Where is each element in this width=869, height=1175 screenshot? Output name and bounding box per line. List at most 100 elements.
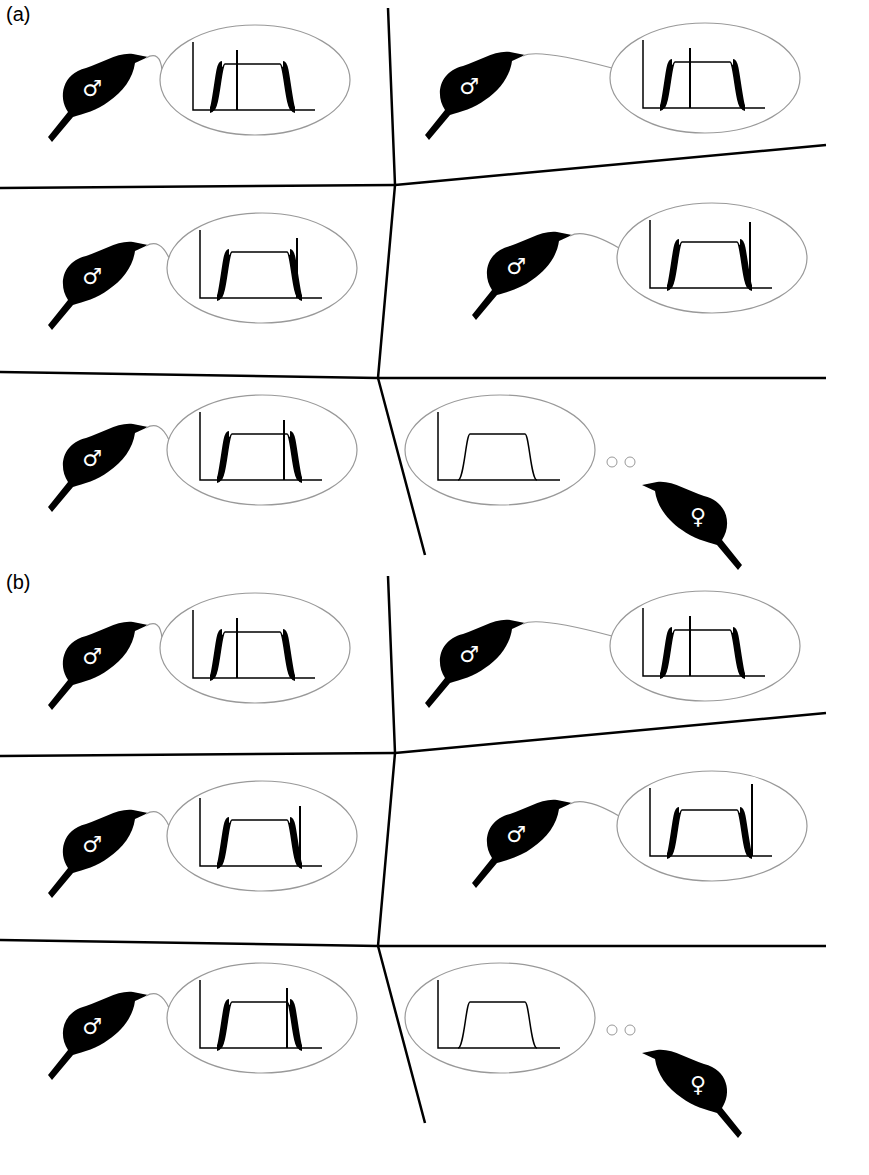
panel-label: (b) bbox=[6, 572, 30, 592]
male-symbol: ♂ bbox=[506, 824, 526, 846]
signal-line bbox=[689, 48, 691, 108]
graph-axes bbox=[200, 412, 322, 480]
graph-axes bbox=[650, 220, 772, 288]
speech-bubble bbox=[160, 593, 350, 703]
curve-spread bbox=[667, 242, 679, 288]
territory-border bbox=[0, 372, 378, 378]
bubble-tail bbox=[146, 812, 169, 826]
bubble-tail bbox=[146, 426, 169, 440]
preference-curve bbox=[213, 632, 292, 678]
territory-border bbox=[0, 753, 395, 756]
speech-bubble bbox=[405, 395, 595, 505]
male-symbol: ♂ bbox=[82, 834, 102, 856]
speech-bubble bbox=[167, 395, 357, 505]
bubble-tail bbox=[523, 622, 612, 636]
speech-bubble bbox=[610, 591, 800, 701]
territory-border bbox=[395, 713, 826, 753]
speech-bubble bbox=[160, 25, 350, 135]
female-symbol: ♀ bbox=[690, 1074, 706, 1096]
bubble-tail bbox=[146, 994, 169, 1008]
graph-axes bbox=[650, 788, 772, 856]
signal-line bbox=[236, 618, 238, 678]
preference-curve bbox=[220, 252, 299, 298]
bubble-tail bbox=[146, 244, 169, 258]
graph-axes bbox=[193, 610, 315, 678]
bird-silhouette bbox=[642, 1050, 742, 1138]
symbol-ground bbox=[505, 824, 527, 846]
bird-silhouette bbox=[48, 810, 148, 898]
bird-silhouette bbox=[642, 482, 742, 570]
signal-line bbox=[751, 784, 753, 856]
preference-curve bbox=[220, 820, 299, 866]
male-symbol: ♂ bbox=[459, 76, 479, 98]
signal-line bbox=[283, 420, 285, 480]
bird-silhouette bbox=[48, 622, 148, 710]
symbol-ground bbox=[687, 1074, 709, 1096]
curve-spread bbox=[733, 62, 745, 108]
curve-spread bbox=[290, 1002, 302, 1048]
graph-axes bbox=[438, 980, 560, 1048]
graph-axes bbox=[200, 230, 322, 298]
symbol-ground bbox=[458, 76, 480, 98]
speech-bubble bbox=[167, 213, 357, 323]
graph-axes bbox=[193, 42, 315, 110]
speech-bubble bbox=[617, 771, 807, 881]
preference-curve bbox=[663, 630, 742, 676]
graph-axes bbox=[438, 412, 560, 480]
male-symbol: ♂ bbox=[82, 448, 102, 470]
symbol-ground bbox=[81, 834, 103, 856]
symbol-ground bbox=[505, 256, 527, 278]
bird-silhouette bbox=[472, 232, 572, 320]
thought-dot bbox=[625, 457, 635, 467]
symbol-ground bbox=[687, 506, 709, 528]
territory-border bbox=[0, 940, 378, 946]
symbol-ground bbox=[458, 644, 480, 666]
territory-border bbox=[378, 945, 826, 948]
speech-bubble bbox=[405, 963, 595, 1073]
male-symbol: ♂ bbox=[82, 78, 102, 100]
male-symbol: ♂ bbox=[506, 256, 526, 278]
curve-spread bbox=[217, 1002, 229, 1048]
territory-border bbox=[0, 185, 395, 188]
graph-axes bbox=[200, 980, 322, 1048]
bubble-tail bbox=[146, 624, 162, 638]
bird-silhouette bbox=[48, 424, 148, 512]
panel-label: (a) bbox=[6, 4, 30, 24]
signal-line bbox=[299, 806, 301, 866]
bird-silhouette bbox=[48, 992, 148, 1080]
curve-spread bbox=[217, 252, 229, 298]
curve-spread bbox=[667, 810, 679, 856]
signal-line bbox=[236, 50, 238, 110]
curve-spread bbox=[210, 632, 222, 678]
graph-axes bbox=[643, 608, 765, 676]
male-symbol: ♂ bbox=[82, 646, 102, 668]
curve-spread bbox=[660, 62, 672, 108]
preference-curve bbox=[458, 434, 537, 480]
curve-spread bbox=[210, 64, 222, 110]
bubble-tail bbox=[570, 802, 619, 816]
signal-line bbox=[689, 616, 691, 676]
bird-silhouette bbox=[425, 52, 525, 140]
female-symbol: ♀ bbox=[690, 506, 706, 528]
symbol-ground bbox=[81, 78, 103, 100]
thought-dot bbox=[607, 457, 617, 467]
territory-border bbox=[378, 377, 826, 380]
speech-bubble bbox=[167, 781, 357, 891]
preference-curve bbox=[220, 434, 299, 480]
bubble-tail bbox=[570, 234, 619, 248]
curve-spread bbox=[740, 810, 752, 856]
signal-line bbox=[286, 988, 288, 1048]
symbol-ground bbox=[81, 1016, 103, 1038]
male-symbol: ♂ bbox=[82, 266, 102, 288]
bird-silhouette bbox=[48, 242, 148, 330]
bird-silhouette bbox=[48, 54, 148, 142]
curve-spread bbox=[283, 64, 295, 110]
male-symbol: ♂ bbox=[459, 644, 479, 666]
curve-spread bbox=[290, 434, 302, 480]
male-symbol: ♂ bbox=[82, 1016, 102, 1038]
curve-spread bbox=[217, 820, 229, 866]
bubble-tail bbox=[523, 54, 612, 68]
preference-curve bbox=[670, 810, 749, 856]
graph-axes bbox=[643, 40, 765, 108]
bird-silhouette bbox=[425, 620, 525, 708]
